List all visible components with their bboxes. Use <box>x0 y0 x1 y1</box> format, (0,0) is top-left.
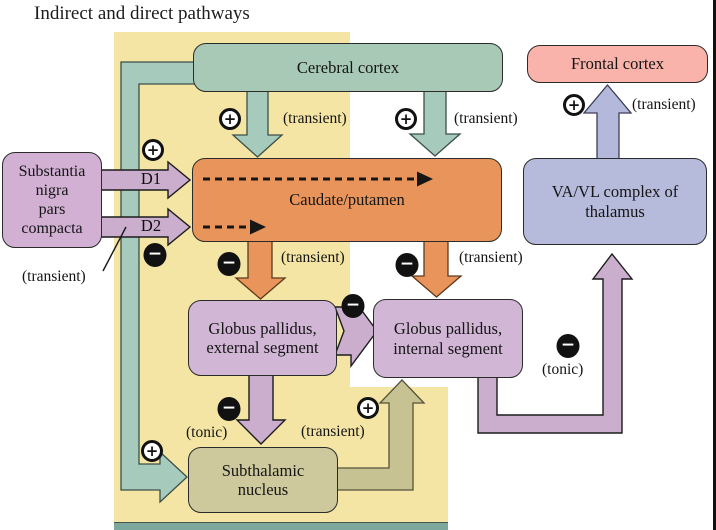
box-substantia-nigra-line4: compacta <box>21 220 83 238</box>
minus-icon: − <box>217 397 241 421</box>
plus-icon: + <box>141 440 163 462</box>
box-caudate-putamen-label: Caudate/putamen <box>289 190 405 210</box>
minus-icon: − <box>341 294 365 318</box>
annotation-tonic: (tonic) <box>186 424 228 441</box>
box-cerebral-cortex-label: Cerebral cortex <box>296 57 400 77</box>
box-gpe-line1: Globus pallidus, <box>208 318 317 338</box>
box-globus-pallidus-external: Globus pallidus, external segment <box>188 300 337 376</box>
diagram-title: Indirect and direct pathways <box>34 3 250 24</box>
annotation-transient: (transient) <box>283 110 347 127</box>
minus-icon: − <box>556 334 580 358</box>
box-gpi-line2: internal segment <box>393 338 503 358</box>
box-substantia-nigra-line2: nigra <box>35 181 69 199</box>
box-substantia-nigra: Substantia nigra pars compacta <box>2 152 102 248</box>
annotation-transient: (transient) <box>22 268 86 285</box>
box-substantia-nigra-line1: Substantia <box>18 162 86 180</box>
box-gpi-line1: Globus pallidus, <box>393 319 503 339</box>
annotation-transient: (transient) <box>281 249 345 266</box>
d1-receptor-label: D1 <box>140 169 162 188</box>
box-va-vl-line2: thalamus <box>585 201 645 221</box>
box-va-vl-thalamus: VA/VL complex of thalamus <box>523 158 707 245</box>
annotation-transient: (transient) <box>632 96 696 113</box>
minus-icon: − <box>217 252 241 276</box>
plus-icon: + <box>357 397 379 419</box>
d2-receptor-label: D2 <box>140 216 162 235</box>
minus-icon: − <box>395 253 419 277</box>
plus-icon: + <box>563 94 585 116</box>
box-caudate-putamen: Caudate/putamen <box>192 158 502 242</box>
annotation-transient: (transient) <box>459 249 523 266</box>
plus-icon: + <box>219 108 241 130</box>
box-stn-line1: Subthalamic <box>221 460 305 480</box>
box-substantia-nigra-line3: pars <box>38 201 66 218</box>
box-globus-pallidus-internal: Globus pallidus, internal segment <box>373 299 523 378</box>
box-subthalamic-nucleus: Subthalamic nucleus <box>188 447 338 513</box>
box-stn-line2: nucleus <box>237 480 289 499</box>
arrow-caudate-gpi <box>410 237 463 298</box>
bottom-edge-strip <box>114 522 448 530</box>
annotation-transient: (transient) <box>454 110 518 127</box>
arrow-cortex-caudate-right <box>408 87 462 157</box>
box-gpe-line2: external segment <box>206 338 319 357</box>
box-cerebral-cortex: Cerebral cortex <box>193 43 503 92</box>
plus-icon: + <box>395 108 417 130</box>
annotation-transient: (transient) <box>301 423 365 440</box>
plus-icon: + <box>142 139 164 161</box>
box-va-vl-line1: VA/VL complex of <box>551 182 679 202</box>
arrow-thalamus-frontal <box>582 83 633 164</box>
annotation-tonic: (tonic) <box>542 361 584 378</box>
box-frontal-cortex: Frontal cortex <box>527 45 708 83</box>
box-frontal-cortex-label: Frontal cortex <box>570 54 664 74</box>
minus-icon: − <box>143 243 167 267</box>
figure-right-border <box>713 0 716 530</box>
